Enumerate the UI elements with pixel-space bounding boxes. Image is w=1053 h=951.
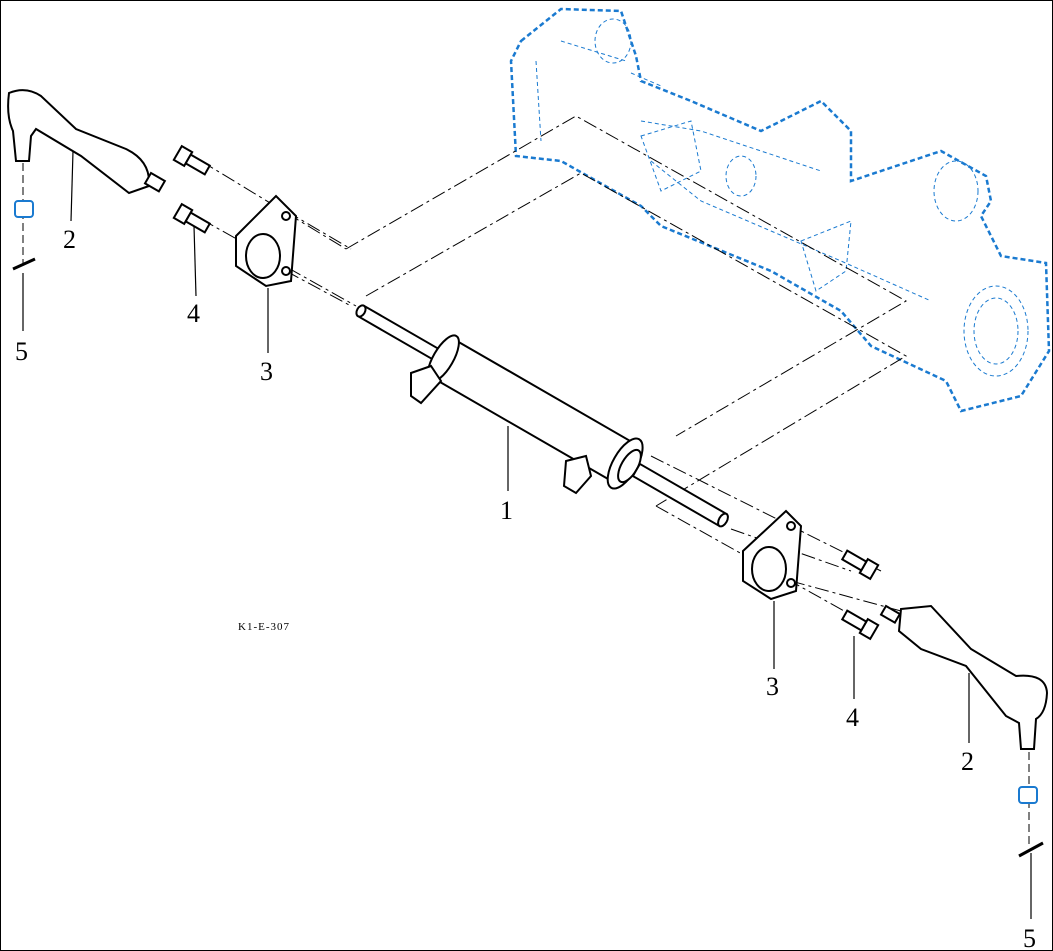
castle-nut-left <box>14 200 34 218</box>
callout-3-bracket-left: 3 <box>260 357 273 386</box>
bracket-left <box>235 194 298 288</box>
callout-2-tie-rod-left: 2 <box>63 225 76 254</box>
tie-rod-end-left <box>7 89 167 271</box>
callout-3-bracket-right: 3 <box>766 672 779 701</box>
steering-cylinder <box>355 304 729 528</box>
tie-rod-end-right <box>879 604 1049 858</box>
bolts <box>172 144 880 641</box>
callout-4-bolt-right: 4 <box>846 703 859 732</box>
callout-2-tie-rod-right: 2 <box>961 747 974 776</box>
callout-1-cylinder: 1 <box>500 496 513 525</box>
callout-5-pin-left: 5 <box>15 337 28 366</box>
castle-nut-right <box>1018 786 1038 804</box>
bracket-right <box>742 509 803 601</box>
axle-housing-phantom <box>509 7 1051 413</box>
callout-5-pin-right: 5 <box>1023 924 1036 951</box>
alignment-lines <box>22 115 1030 846</box>
callout-4-bolt-left: 4 <box>187 299 200 328</box>
leader-lines <box>22 150 1032 919</box>
diagram-code: K1-E-307 <box>238 621 290 633</box>
